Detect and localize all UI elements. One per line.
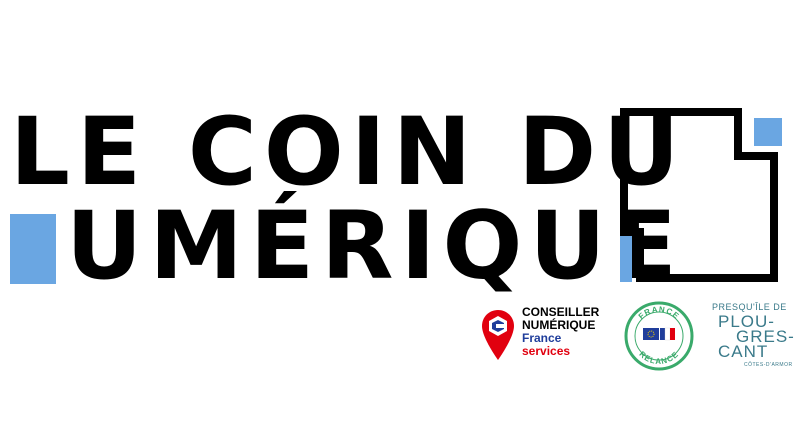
conseiller-line-2: NUMÉRIQUE	[522, 318, 596, 332]
title-line-1: LE COIN DU	[10, 98, 687, 207]
title-line-2: UMÉRIQUE	[10, 200, 684, 294]
plougrescant-line-1: PLOU-	[718, 312, 775, 331]
conseiller-line-3: France	[522, 331, 562, 345]
conseiller-line-4: services	[522, 344, 571, 358]
partner-logos: CONSEILLER NUMÉRIQUE France services FRA…	[0, 300, 800, 380]
conseiller-line-1: CONSEILLER	[522, 305, 600, 319]
eu-france-flags-icon	[643, 327, 675, 341]
france-relance-logo: FRANCE RELANCE	[624, 301, 694, 371]
accent-n-block	[10, 214, 56, 284]
plougrescant-top: PRESQU'ÎLE DE	[712, 302, 787, 312]
plougrescant-line-2: GRES-	[736, 327, 795, 346]
conseiller-numerique-logo: CONSEILLER NUMÉRIQUE France services	[522, 306, 599, 358]
title-line-2-rest: UMÉRIQUE	[66, 192, 684, 301]
map-pin-icon	[482, 310, 514, 360]
plougrescant-logo: PRESQU'ÎLE DE PLOU- GRES- CANT CÔTES-D'A…	[708, 300, 800, 372]
plougrescant-bottom: CÔTES-D'ARMOR	[744, 362, 793, 368]
corner-frame-icon	[620, 108, 782, 282]
plougrescant-line-3: CANT	[718, 342, 769, 361]
plougrescant-name: PLOU- GRES- CANT	[718, 312, 795, 361]
